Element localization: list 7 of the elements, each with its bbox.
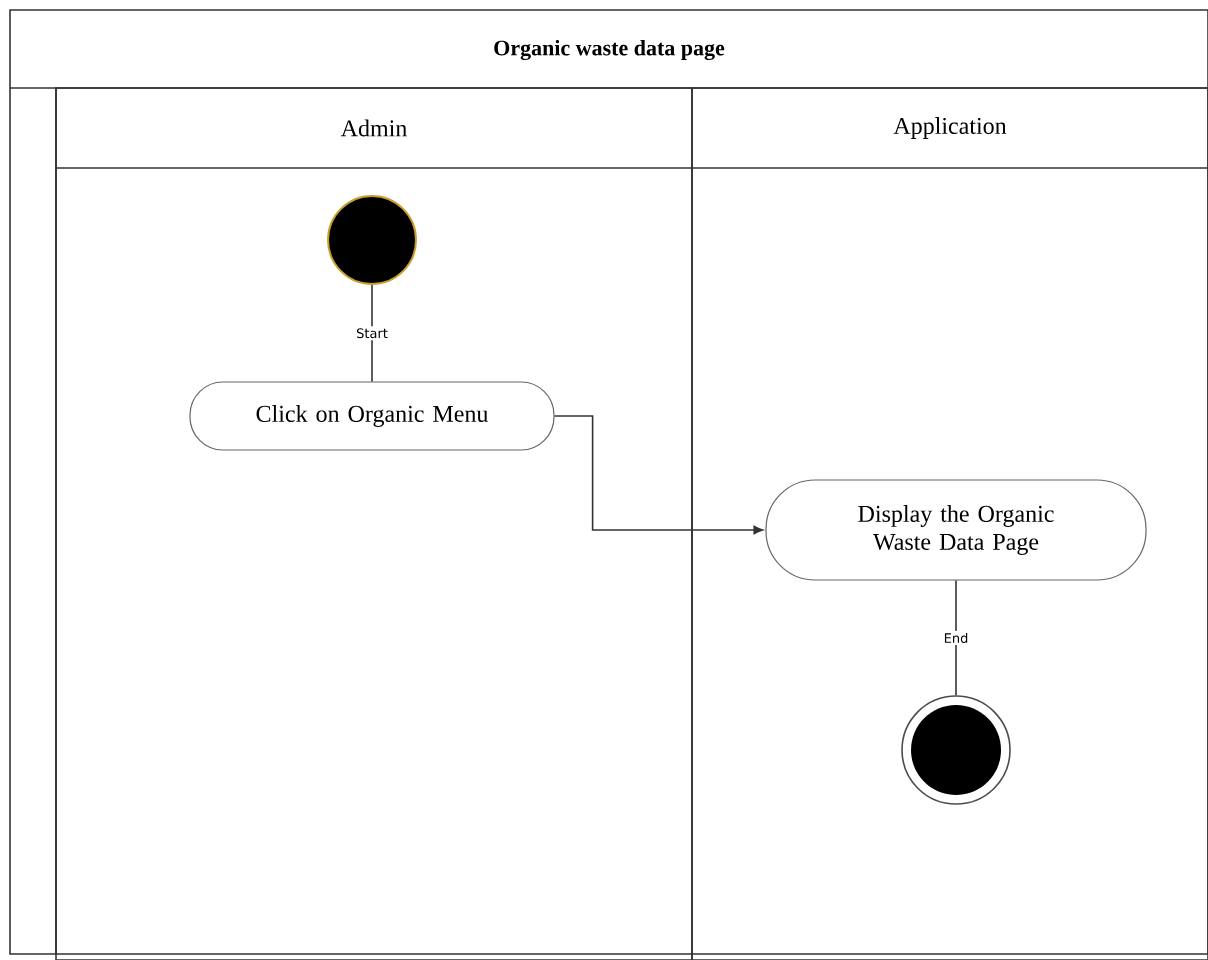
arrow (553, 415, 764, 535)
action-box: Display the Organic Waste Data Page (765, 479, 1147, 581)
end-circle (901, 695, 1011, 805)
connector-line (371, 284, 373, 383)
start-circle (327, 195, 417, 285)
connector-line (955, 579, 957, 696)
action-box: Click on Organic Menu (189, 381, 555, 451)
